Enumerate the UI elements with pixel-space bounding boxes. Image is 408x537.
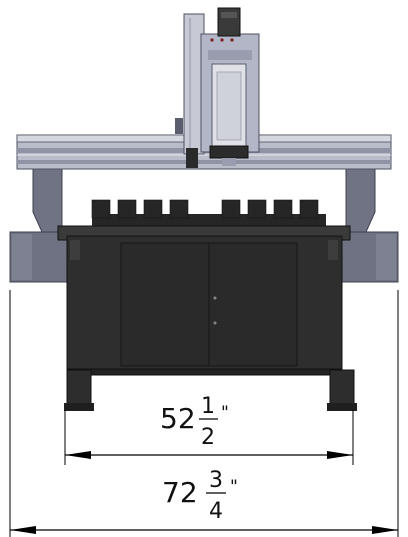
slat [169, 199, 189, 219]
machine-table [57, 225, 351, 376]
table-right-leg [327, 369, 357, 411]
z-axis-carriage [175, 7, 260, 168]
slat [143, 199, 163, 219]
inner-numerator: 1 [201, 394, 215, 419]
slat [299, 199, 319, 219]
outer-whole: 72 [162, 476, 198, 509]
inner-denominator: 2 [201, 425, 215, 450]
slat [273, 199, 293, 219]
table-slats [91, 199, 326, 228]
table-left-leg [64, 369, 94, 411]
dimension-outer-label: 72 3 4 " [162, 468, 238, 524]
gantry-right-leg [335, 167, 399, 283]
dimension-inner-label: 52 1 2 " [160, 394, 229, 450]
gantry-left-leg [9, 167, 73, 283]
inner-whole: 52 [160, 402, 196, 435]
slat [117, 199, 137, 219]
outer-unit: " [230, 477, 238, 497]
outer-numerator: 3 [209, 468, 223, 493]
outer-denominator: 4 [209, 499, 223, 524]
slat [91, 199, 111, 219]
dimension-outer [9, 290, 399, 537]
dimension-inner [64, 410, 354, 465]
inner-unit: " [221, 403, 229, 423]
slat [221, 199, 241, 219]
slat [247, 199, 267, 219]
